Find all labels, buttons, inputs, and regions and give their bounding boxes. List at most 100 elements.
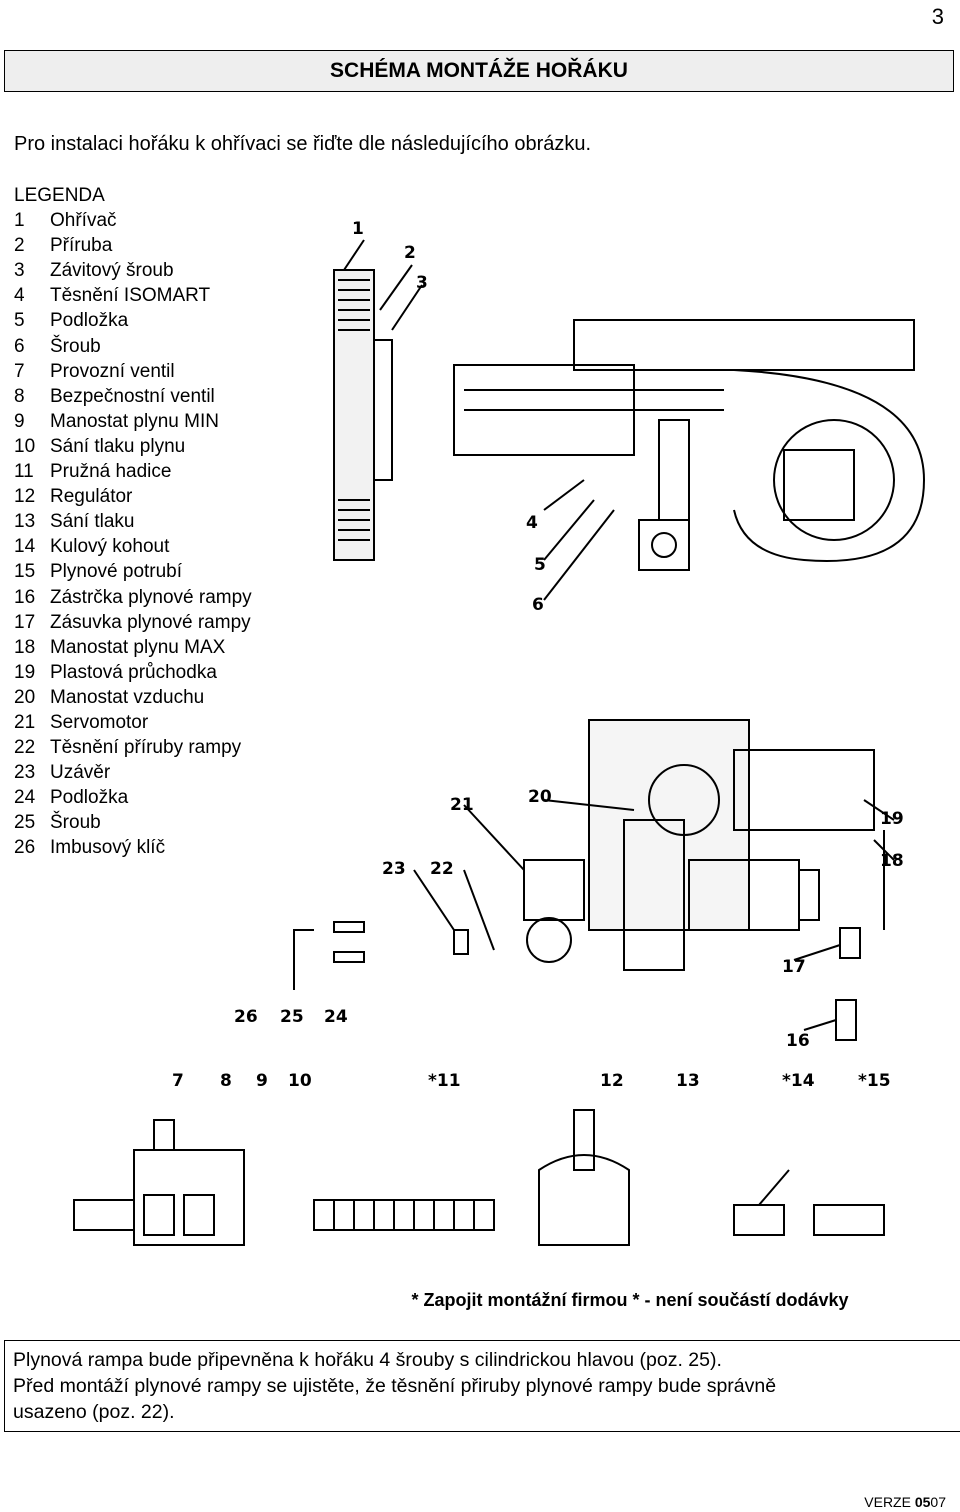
legend-item-number: 12 [14, 486, 36, 508]
legend-item-number: 19 [14, 661, 36, 683]
gas-valve-body-top [638, 519, 690, 571]
flexible-hose [313, 1199, 495, 1231]
callout-24: 24 [324, 1007, 348, 1027]
legend-item-label: Těsnění ISOMART [50, 285, 211, 307]
burner-assembly-diagram: 1 2 3 4 5 6 7 8 9 10 *11 12 13 *14 *15 1… [73, 219, 926, 1246]
legend-item: 25 Šroub [14, 810, 252, 835]
legend-item-label: Uzávěr [50, 762, 111, 784]
legend-item-number: 21 [14, 711, 36, 733]
legend-item: 13 Sání tlaku [14, 509, 252, 534]
legend-item: 17 Zásuvka plynové rampy [14, 610, 252, 635]
callout-5: 5 [534, 555, 546, 575]
callout-16: 16 [786, 1031, 810, 1051]
legend-item-number: 16 [14, 586, 36, 608]
ball-valve [733, 1204, 785, 1236]
legend-item-label: Ohřívač [50, 210, 117, 232]
legend-item-label: Zástrčka plynové rampy [50, 586, 252, 608]
control-box [733, 749, 875, 831]
fan-volute [733, 369, 926, 562]
note-line-2: Před montáží plynové rampy se ujistěte, … [13, 1375, 777, 1397]
callout-6: 6 [532, 595, 544, 615]
legend-item: 16 Zástrčka plynové rampy [14, 585, 252, 610]
page-title: SCHÉMA MONTÁŽE HOŘÁKU [4, 50, 954, 92]
legend-item-number: 9 [14, 410, 25, 432]
legend-item: 12 Regulátor [14, 484, 252, 509]
callout-15: *15 [858, 1071, 891, 1091]
legend-item-label: Manostat plynu MIN [50, 410, 219, 432]
legend-item-number: 5 [14, 310, 25, 332]
callout-3: 3 [416, 273, 428, 293]
legend-item-label: Imbusový klíč [50, 837, 166, 859]
callout-1: 1 [352, 219, 364, 239]
callout-18: 18 [880, 851, 904, 871]
legend-item-number: 23 [14, 762, 36, 784]
legend-item-label: Šroub [50, 335, 101, 357]
callout-19: 19 [880, 809, 904, 829]
callout-20: 20 [528, 787, 552, 807]
legend-item-label: Zásuvka plynové rampy [50, 611, 251, 633]
legend-item-label: Provozní ventil [50, 360, 175, 382]
legend-item-label: Sání tlaku [50, 511, 135, 533]
legend-item: 4 Těsnění ISOMART [14, 283, 252, 308]
callout-9: 9 [256, 1071, 268, 1091]
legend-item-label: Šroub [50, 812, 101, 834]
legend-item-number: 14 [14, 536, 36, 558]
legend-item-label: Závitový šroub [50, 260, 174, 282]
legend-item-label: Pružná hadice [50, 461, 172, 483]
footnote: * Zapojit montážní firmou * - není součá… [411, 1290, 849, 1310]
gasket [453, 929, 469, 955]
legend-item-number: 10 [14, 435, 36, 457]
legend-item: 5 Podložka [14, 308, 252, 333]
legend-item-label: Plynové potrubí [50, 561, 183, 583]
legend-item-number: 4 [14, 285, 25, 307]
legend-item: 19 Plastová průchodka [14, 660, 252, 685]
version-label: VERZE 0507 [864, 1494, 946, 1510]
mounting-note: Plynová rampa bude připevněna k hořáku 4… [4, 1340, 960, 1432]
legend-item-number: 13 [14, 511, 36, 533]
mounting-plate [588, 719, 750, 931]
legend-item-number: 17 [14, 611, 36, 633]
legend-item-label: Sání tlaku plynu [50, 435, 186, 457]
legend-item-label: Podložka [50, 787, 129, 809]
callout-22: 22 [430, 859, 454, 879]
legend-heading: LEGENDA [14, 185, 105, 206]
callout-10: 10 [288, 1071, 312, 1091]
legend-item-number: 2 [14, 235, 25, 257]
callout-13: 13 [676, 1071, 700, 1091]
callout-4: 4 [526, 513, 538, 533]
legend-item-label: Manostat plynu MAX [50, 636, 226, 658]
callout-14: *14 [782, 1071, 815, 1091]
legend-item-number: 22 [14, 737, 36, 759]
legend-item-number: 11 [14, 461, 34, 483]
legend-item-label: Těsnění příruby rampy [50, 737, 242, 759]
callout-11: *11 [428, 1071, 461, 1091]
legend-item-label: Kulový kohout [50, 536, 170, 558]
note-line-3: usazeno (poz. 22). [13, 1401, 175, 1423]
legend-item-label: Manostat vzduchu [50, 686, 205, 708]
allen-key [293, 929, 314, 990]
callout-7: 7 [172, 1071, 184, 1091]
legend-item-number: 25 [14, 812, 36, 834]
pressure-regulator [538, 1154, 630, 1246]
intro-text: Pro instalaci hořáku k ohřívaci se řiďte… [14, 133, 592, 155]
legend-item-label: Regulátor [50, 486, 133, 508]
legend-item-label: Podložka [50, 310, 129, 332]
legend-item-label: Bezpečnostní ventil [50, 385, 215, 407]
callout-26: 26 [234, 1007, 258, 1027]
callout-12: 12 [600, 1071, 624, 1091]
legend-item-label: Plastová průchodka [50, 661, 217, 683]
flange [373, 339, 393, 481]
page-number: 3 [931, 4, 944, 29]
